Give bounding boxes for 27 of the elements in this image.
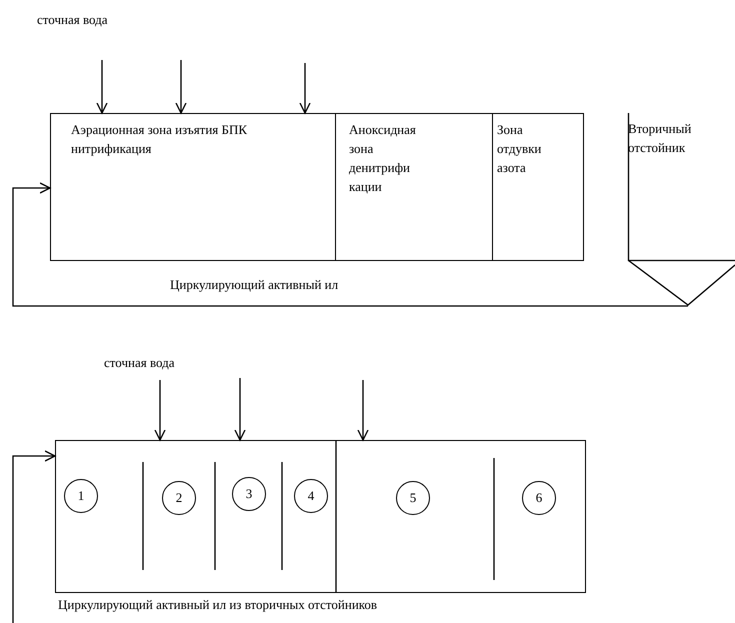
caption-label: Циркулирующий активный ил из вторичных отстойников [58,597,378,613]
number-circle: 5 [396,481,430,515]
zone-label: Аноксидная зона денитрифи кации [349,121,417,196]
arrow [12,450,56,623]
edge-label: Циркулирующий активный ил [170,277,338,293]
arrow [357,380,369,441]
arrow [234,378,246,441]
arrow [12,182,688,307]
arrow [96,60,108,114]
number-circle: 6 [522,481,556,515]
number-circle: 4 [294,479,328,513]
anoxic-zone-box [335,113,493,261]
secondary-clarifier [628,113,735,306]
zone-label: Зона отдувки азота [497,121,542,177]
arrow [299,63,311,114]
stripping-zone-box [492,113,584,261]
inflow-label: сточная вода [104,355,174,371]
number-circle: 1 [64,479,98,513]
inflow-label: сточная вода [37,12,108,28]
arrow [175,60,187,114]
aeration-zone-box [50,113,336,261]
zone-label: Аэрационная зона изъятия БПК нитрификация [71,121,248,158]
number-circle: 3 [232,477,266,511]
tank-box [55,440,586,593]
arrow [154,380,166,441]
number-circle: 2 [162,481,196,515]
zone-label: Вторичный отстойник [628,120,692,157]
